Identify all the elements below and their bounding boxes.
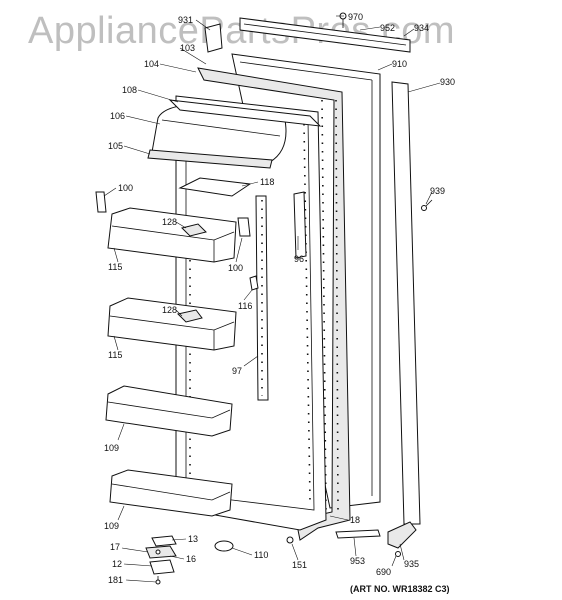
leader-lines xyxy=(103,15,441,583)
screw-939-icon xyxy=(421,199,433,211)
label-96: 96 xyxy=(294,254,304,264)
door-bin-upper[interactable] xyxy=(107,207,237,263)
shelf-rail-96[interactable] xyxy=(293,191,307,259)
label-151: 151 xyxy=(292,560,307,570)
label-116: 116 xyxy=(238,301,252,311)
label-110: 110 xyxy=(254,550,268,560)
plug-110[interactable] xyxy=(214,540,234,552)
hinge-bar[interactable] xyxy=(335,529,381,539)
label-118: 118 xyxy=(260,177,274,187)
door-trim-930[interactable] xyxy=(391,81,421,525)
label-115-upper: 115 xyxy=(108,262,122,272)
label-128-lower: 128 xyxy=(162,305,177,315)
label-952: 952 xyxy=(380,23,395,33)
label-18: 18 xyxy=(350,515,360,525)
label-100-lower: 100 xyxy=(228,263,243,273)
label-953: 953 xyxy=(350,556,365,566)
label-109-lower: 109 xyxy=(104,521,119,531)
clip-116[interactable] xyxy=(249,275,259,291)
label-930: 930 xyxy=(440,77,455,87)
label-128-upper: 128 xyxy=(162,217,177,227)
label-910: 910 xyxy=(392,59,407,69)
bin-retainer-upper[interactable] xyxy=(181,223,207,237)
label-115-lower: 115 xyxy=(108,350,122,360)
label-17: 17 xyxy=(110,542,120,552)
label-935: 935 xyxy=(404,559,419,569)
label-13: 13 xyxy=(188,534,198,544)
screw-690-icon xyxy=(395,551,401,557)
label-109-upper: 109 xyxy=(104,443,119,453)
shelf-rail-97[interactable] xyxy=(255,195,269,401)
screw-970-icon xyxy=(339,12,347,28)
screw-151-icon xyxy=(286,536,294,544)
label-100-upper: 100 xyxy=(118,183,133,193)
label-108: 108 xyxy=(122,85,137,95)
dairy-door-hinge[interactable] xyxy=(147,149,273,169)
label-103: 103 xyxy=(180,43,195,53)
label-934: 934 xyxy=(414,23,429,33)
dairy-compartment-cover[interactable] xyxy=(168,99,322,127)
label-970: 970 xyxy=(348,12,363,22)
hinge-bracket[interactable] xyxy=(204,23,223,53)
label-939: 939 xyxy=(430,186,445,196)
lower-hinge-assembly[interactable] xyxy=(145,535,177,585)
bin-support-left[interactable] xyxy=(95,191,107,213)
label-690: 690 xyxy=(376,567,391,577)
door-top-cap[interactable] xyxy=(239,17,411,53)
hinge-cover[interactable] xyxy=(387,521,417,549)
label-106: 106 xyxy=(110,111,125,121)
door-shelf-upper[interactable] xyxy=(105,385,233,437)
part-labels: 931 970 952 934 103 104 910 930 108 106 … xyxy=(104,12,455,585)
label-105: 105 xyxy=(108,141,123,151)
label-104: 104 xyxy=(144,59,159,69)
label-97: 97 xyxy=(232,366,242,376)
art-number: (ART NO. WR18382 C3) xyxy=(350,584,450,594)
door-bin-lower[interactable] xyxy=(107,297,237,351)
label-12: 12 xyxy=(112,559,122,569)
label-931: 931 xyxy=(178,15,193,25)
bin-support-right[interactable] xyxy=(237,217,251,237)
bin-retainer-lower[interactable] xyxy=(177,309,203,323)
label-16: 16 xyxy=(186,554,196,564)
door-shelf-lower[interactable] xyxy=(109,469,233,517)
label-181: 181 xyxy=(108,575,123,585)
